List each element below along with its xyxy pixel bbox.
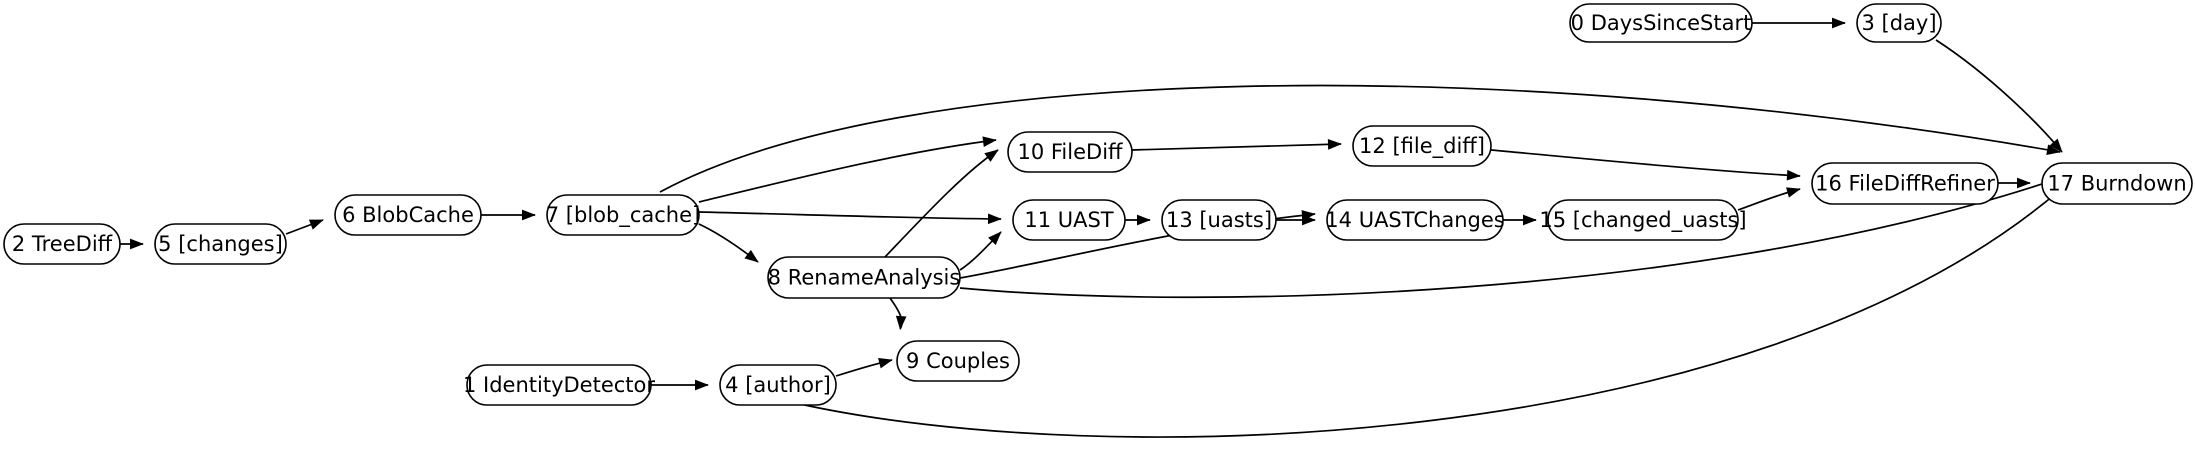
node-shape-11[interactable] (1012, 199, 1126, 241)
node-shape-7[interactable] (546, 194, 700, 236)
node-shape-13[interactable] (1161, 199, 1277, 241)
node-shape-14[interactable] (1326, 199, 1504, 241)
edge-7-to-11 (698, 211, 1002, 225)
node-6[interactable]: 6 BlobCache (334, 194, 482, 236)
edge-16-to-17 (1998, 177, 2031, 189)
node-shape-2[interactable] (3, 223, 121, 265)
edge-2-to-5 (120, 238, 144, 250)
edge-10-to-12 (1131, 139, 1342, 151)
node-16[interactable]: 16 FileDiffRefiner (1811, 162, 1999, 205)
node-10[interactable]: 10 FileDiff (1007, 131, 1133, 173)
edge-7-to-10 (698, 136, 997, 203)
edge-6-to-7 (481, 209, 536, 221)
edge-13-to-14 (1276, 214, 1316, 226)
edge-4-to-9 (835, 357, 893, 377)
node-shape-1[interactable] (466, 364, 652, 406)
node-shape-16[interactable] (1811, 162, 1999, 205)
node-shape-0[interactable] (1569, 3, 1753, 43)
edge-3-to-17 (1935, 39, 2063, 153)
edge-1-to-4 (651, 379, 709, 391)
node-shape-12[interactable] (1352, 125, 1492, 167)
node-0[interactable]: 0 DaysSinceStart (1569, 3, 1753, 43)
node-15[interactable]: 15 [changed_uasts] (1539, 199, 1747, 241)
edge-7-to-8 (698, 223, 759, 263)
edge-7-to-17 (659, 84, 2061, 193)
edge-8-to-9 (889, 297, 907, 330)
node-9[interactable]: 9 Couples (896, 340, 1020, 382)
node-shape-9[interactable] (896, 340, 1020, 382)
edge-0-to-3 (1752, 17, 1846, 29)
edge-15-to-16 (1737, 187, 1801, 211)
node-3[interactable]: 3 [day] (1856, 3, 1942, 43)
node-12[interactable]: 12 [file_diff] (1352, 125, 1492, 167)
node-shape-4[interactable] (719, 364, 837, 406)
node-14[interactable]: 14 UASTChanges (1325, 199, 1505, 241)
node-8[interactable]: 8 RenameAnalysis (767, 256, 961, 299)
node-shape-3[interactable] (1856, 3, 1942, 43)
node-shape-10[interactable] (1007, 131, 1133, 173)
node-13[interactable]: 13 [uasts] (1161, 199, 1277, 241)
node-4[interactable]: 4 [author] (719, 364, 837, 406)
edge-5-to-6 (285, 219, 324, 235)
node-shape-5[interactable] (154, 223, 287, 265)
node-2[interactable]: 2 TreeDiff (3, 223, 121, 265)
nodes-layer: 0 DaysSinceStart 3 [day] 10 FileDiff 12 [fi… (3, 3, 2193, 406)
node-17[interactable]: 17 Burndown (2041, 162, 2193, 205)
node-shape-6[interactable] (334, 194, 482, 236)
node-7[interactable]: 7 [blob_cache] (546, 194, 700, 236)
edge-12-to-16 (1490, 149, 1801, 181)
node-5[interactable]: 5 [changes] (154, 223, 287, 265)
node-shape-17[interactable] (2041, 162, 2193, 205)
edge-14-to-15 (1503, 214, 1537, 226)
node-shape-8[interactable] (767, 256, 961, 299)
edge-8-to-10 (884, 149, 999, 258)
node-shape-15[interactable] (1547, 199, 1739, 241)
edge-8-to-11 (959, 231, 1002, 271)
edges-layer (120, 17, 2063, 438)
edge-11-to-13 (1125, 214, 1151, 226)
node-1[interactable]: 1 IdentityDetector (463, 364, 655, 406)
node-11[interactable]: 11 UAST (1012, 199, 1126, 241)
